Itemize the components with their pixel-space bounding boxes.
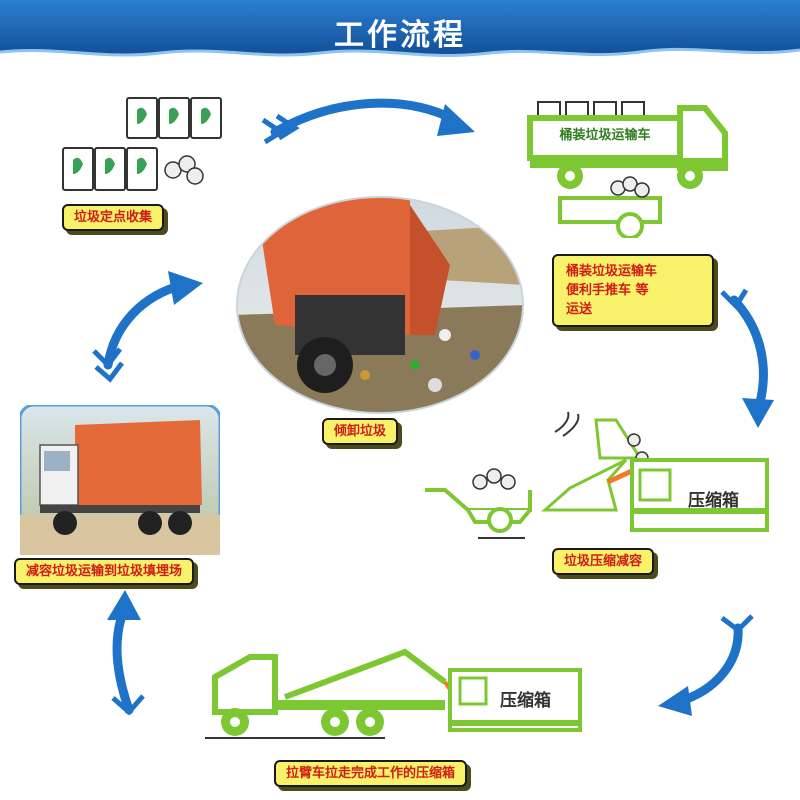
- compression-illustration: [425, 411, 769, 539]
- box-label-2: 压缩箱: [500, 691, 551, 711]
- transport-desc: 桶装垃圾运输车 便利手推车 等 运送: [552, 254, 714, 327]
- dumping-photo: [236, 196, 524, 414]
- box-label-1: 压缩箱: [688, 491, 739, 511]
- arm-roll-truck-illustration: [205, 648, 582, 739]
- pull-label: 拉臂车拉走完成工作的压缩箱: [274, 760, 468, 787]
- header-banner: [0, 0, 800, 57]
- transport-desc-line-1: 桶装垃圾运输车: [566, 264, 658, 279]
- flow-arrow-3: [658, 614, 754, 716]
- flow-arrow-1: [261, 98, 475, 145]
- bin-truck-illustration: [527, 101, 728, 238]
- flow-arrow-5: [107, 590, 145, 716]
- flow-arrow-2: [720, 288, 774, 428]
- dump-label: 倾卸垃圾: [322, 418, 399, 445]
- transport-desc-line-3: 运送: [566, 302, 593, 317]
- landfill-label: 减容垃圾运输到垃圾填埋场: [14, 558, 195, 585]
- garbage-bins-illustration: [62, 97, 222, 191]
- page-title: 工作流程: [334, 18, 466, 53]
- collect-label: 垃圾定点收集: [62, 204, 165, 231]
- flow-arrow-6: [92, 271, 203, 383]
- truck-sign: 桶装垃圾运输车: [559, 128, 651, 143]
- compress-label: 垃圾压缩减容: [552, 548, 655, 575]
- container-truck-photo: [20, 405, 220, 555]
- transport-desc-line-2: 便利手推车 等: [566, 283, 649, 298]
